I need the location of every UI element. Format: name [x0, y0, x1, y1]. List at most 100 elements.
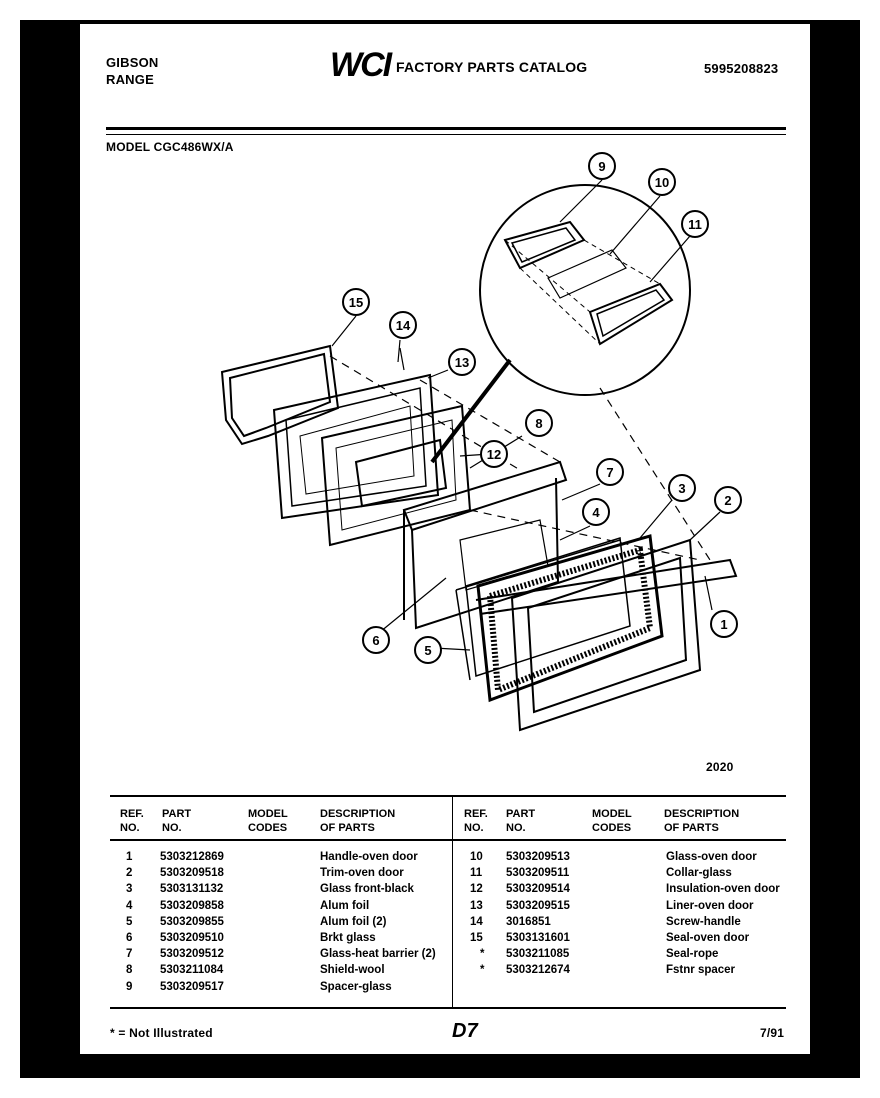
model-label: MODEL CGC486WX/A — [106, 140, 234, 154]
table-cell-desc: Shield-wool — [320, 964, 385, 977]
table-cell-desc: Fstnr spacer — [666, 964, 736, 977]
detail-magnifier — [479, 184, 691, 396]
callout-7: 7 — [606, 465, 613, 480]
table-cell-part: 5303209511 — [506, 867, 570, 880]
left-ref-column: 1 2 3 4 5 6 7 8 9 — [126, 849, 132, 995]
table-cell-desc: Alum foil — [320, 899, 370, 912]
part-2-trim-drawing — [510, 538, 702, 732]
part-1-handle-drawing — [475, 558, 738, 615]
table-cell-ref: 9 — [126, 980, 133, 993]
part-5-foil-drawing — [455, 539, 621, 681]
left-part-column: 5303212869 5303209518 5303131132 5303209… — [160, 849, 224, 995]
table-cell-part: 5303209518 — [160, 867, 224, 880]
table-cell-ref: 14 — [470, 915, 483, 928]
right-desc-column: Glass-oven door Collar-glass Insulation-… — [666, 849, 780, 979]
table-cell-desc: Glass-oven door — [666, 851, 757, 863]
table-cell-ref: 8 — [126, 964, 133, 977]
table-bottom-rule — [110, 1007, 786, 1009]
table-cell-part: 3016851 — [506, 915, 551, 928]
table-cell-part: 5303209510 — [160, 931, 224, 944]
table-cell-desc: Collar-glass — [666, 867, 732, 880]
right-part-column: 5303209513 5303209511 5303209514 5303209… — [506, 849, 570, 979]
callout-11: 11 — [688, 217, 702, 232]
brand-line-1: GIBSON — [106, 55, 159, 70]
callout-9: 9 — [598, 159, 605, 174]
table-cell-desc: Brkt glass — [320, 931, 376, 944]
table-cell-part: 5303209517 — [160, 980, 224, 993]
header-ref-right: REF. NO. — [464, 808, 488, 834]
table-top-rule — [110, 795, 786, 797]
callout-15: 15 — [349, 295, 363, 310]
table-cell-part: 5303209515 — [506, 899, 570, 912]
table-cell-ref: 11 — [470, 867, 483, 880]
callout-12: 12 — [487, 447, 501, 462]
header-ref-left: REF. NO. — [120, 808, 144, 834]
table-cell-desc: Handle-oven door — [320, 851, 418, 863]
table-cell-ref: 13 — [470, 899, 483, 912]
part-4-foil-drawing — [465, 537, 631, 677]
table-cell-ref: * — [480, 948, 485, 961]
callout-6: 6 — [372, 633, 379, 648]
table-cell-desc: Spacer-glass — [320, 980, 392, 993]
callout-14: 14 — [396, 318, 411, 333]
header-desc-right: DESCRIPTION OF PARTS — [664, 808, 740, 834]
table-cell-part: 5303209514 — [506, 883, 570, 896]
table-cell-desc: Liner-oven door — [666, 899, 754, 912]
header-rule — [106, 127, 786, 130]
table-cell-part: 5303212869 — [160, 851, 224, 863]
callout-8: 8 — [535, 416, 542, 431]
part-11-collar-drawing — [588, 282, 674, 346]
callout-1: 1 — [720, 617, 727, 632]
table-cell-ref: 3 — [126, 883, 133, 896]
table-cell-desc: Alum foil (2) — [320, 915, 387, 928]
not-illustrated-note: * = Not Illustrated — [110, 1026, 213, 1040]
revision-date: 7/91 — [760, 1026, 785, 1040]
table-cell-desc: Seal-rope — [666, 948, 719, 961]
header-part-right: PART NO. — [506, 808, 536, 834]
brand-line-2: RANGE — [106, 72, 154, 87]
callout-4: 4 — [592, 505, 600, 520]
header-model-left: MODEL CODES — [248, 808, 288, 834]
table-cell-ref: 2 — [126, 867, 133, 880]
brand-block: GIBSON RANGE — [106, 54, 158, 88]
part-12-insulation-drawing — [320, 404, 472, 547]
table-cell-part: 5303131132 — [160, 883, 224, 896]
part-3-glass-front-drawing — [476, 534, 664, 703]
left-desc-column: Handle-oven door Trim-oven door Glass fr… — [320, 849, 436, 995]
table-cell-desc: Trim-oven door — [320, 867, 404, 880]
table-cell-desc: Insulation-oven door — [666, 883, 780, 896]
table-cell-desc: Seal-oven door — [666, 931, 750, 944]
table-cell-part: 5303209855 — [160, 915, 224, 928]
catalog-page — [80, 24, 810, 1054]
wci-logo: WCI — [330, 46, 392, 84]
callout-5: 5 — [424, 643, 431, 658]
table-cell-part: 5303131601 — [506, 931, 570, 944]
header-part-left: PART NO. — [162, 808, 192, 834]
part-13-liner-drawing — [272, 373, 440, 520]
table-cell-part: 5303209512 — [160, 948, 224, 961]
table-cell-part: 5303209513 — [506, 851, 570, 863]
part-15-seal-drawing — [220, 344, 340, 446]
table-cell-desc: Glass-heat barrier (2) — [320, 948, 436, 961]
table-cell-ref: 15 — [470, 931, 483, 944]
table-cell-ref: 5 — [126, 915, 133, 928]
callout-2: 2 — [724, 493, 731, 508]
table-header-rule — [110, 839, 786, 841]
right-ref-column: 10 11 12 13 14 15 * * — [470, 849, 484, 979]
figure-number: 2020 — [706, 760, 734, 774]
header-desc-left: DESCRIPTION OF PARTS — [320, 808, 396, 834]
table-cell-part: 5303211085 — [506, 948, 570, 961]
callout-3: 3 — [678, 481, 685, 496]
table-cell-ref: 10 — [470, 851, 483, 863]
part-10-glass-drawing — [547, 249, 627, 299]
header-model-right: MODEL CODES — [592, 808, 632, 834]
header-rule-thin — [106, 134, 786, 135]
table-divider — [452, 797, 453, 1007]
table-cell-ref: 1 — [126, 851, 133, 863]
part-9-spacer-glass-drawing — [503, 220, 586, 270]
table-cell-part: 5303212674 — [506, 964, 570, 977]
table-cell-ref: * — [480, 964, 485, 977]
catalog-number: 5995208823 — [704, 61, 779, 76]
table-cell-ref: 7 — [126, 948, 133, 961]
